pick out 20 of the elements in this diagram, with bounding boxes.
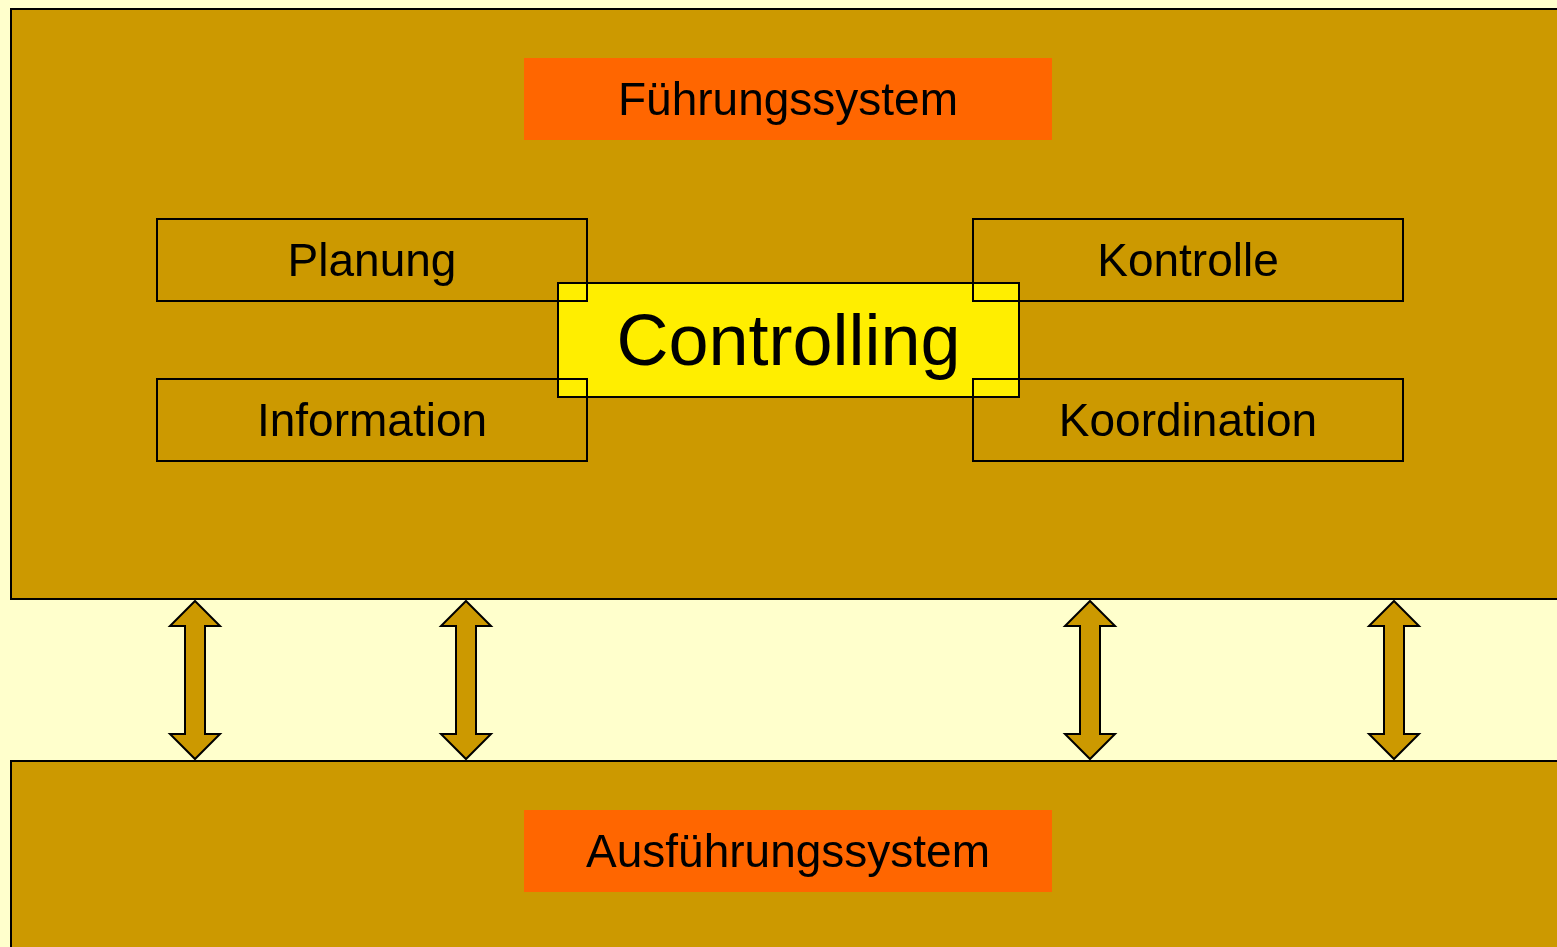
system-band [10, 760, 1557, 947]
box-label: Koordination [1058, 393, 1318, 447]
banner-title: Führungssystem [618, 72, 958, 126]
system-band [10, 8, 1557, 600]
box-label: Planung [287, 233, 457, 287]
box-label: Information [256, 393, 488, 447]
function-box [156, 378, 588, 462]
title-banner [524, 58, 1052, 140]
title-banner [524, 810, 1052, 892]
function-box [972, 378, 1404, 462]
double-arrow [167, 599, 223, 761]
central-label: Controlling [616, 299, 961, 381]
banner-title: Ausführungssystem [586, 824, 990, 878]
double-arrow [1062, 599, 1118, 761]
function-box [972, 218, 1404, 302]
function-box [156, 218, 588, 302]
central-box [557, 282, 1020, 398]
box-label: Kontrolle [1097, 233, 1279, 287]
double-arrow [1366, 599, 1422, 761]
double-arrow [438, 599, 494, 761]
